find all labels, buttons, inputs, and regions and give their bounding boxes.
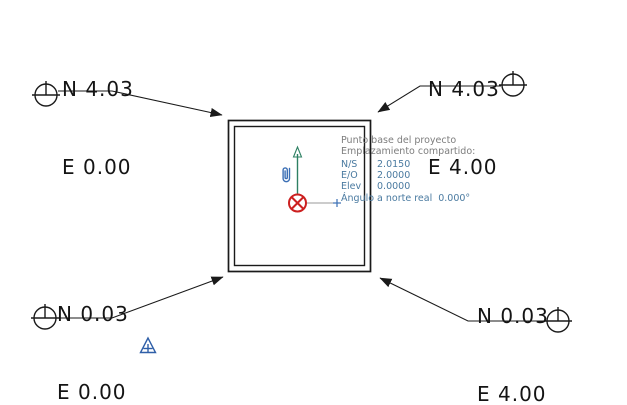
angle-value[interactable]: 0.000° <box>438 193 471 204</box>
spot-coordinate-top-right[interactable]: N 4.03 E 4.00 <box>428 24 500 232</box>
spot-coordinate-bottom-right[interactable]: N 0.03 E 4.00 <box>477 251 549 405</box>
spot-coordinate-east: E 0.00 <box>57 380 127 404</box>
leader-top-left[interactable] <box>58 90 223 118</box>
spot-coordinate-north: N 4.03 <box>62 77 134 101</box>
leader-bottom-right[interactable] <box>379 277 546 322</box>
survey-point-icon[interactable] <box>139 336 157 354</box>
tooltip-row-elev: Elev 0.0000 <box>341 181 475 192</box>
reference-bubble-icon-top-right[interactable] <box>499 71 527 97</box>
tooltip-title: Punto base del proyecto <box>341 135 457 146</box>
reference-bubble-icon-top-left[interactable] <box>32 81 60 107</box>
building-outline[interactable] <box>227 119 372 273</box>
paperclip-pin-icon[interactable] <box>282 167 291 183</box>
spot-coordinate-east: E 4.00 <box>428 155 498 179</box>
tooltip-row-eo: E/O 2.0000 <box>341 170 475 181</box>
ns-value[interactable]: 2.0150 <box>377 159 411 170</box>
leader-bottom-left[interactable] <box>57 276 224 319</box>
north-axis-arrow-icon <box>292 145 303 199</box>
eo-label: E/O <box>341 170 358 181</box>
base-point-tooltip: Punto base del proyecto Emplazamiento co… <box>341 135 475 204</box>
spot-coordinate-north: N 0.03 <box>477 304 549 328</box>
project-base-point-icon[interactable] <box>288 193 307 213</box>
spot-coordinate-top-left[interactable]: N 4.03 E 0.00 <box>62 24 134 232</box>
spot-coordinate-north: N 0.03 <box>57 302 129 326</box>
angle-handle-plus-icon[interactable] <box>333 199 341 207</box>
spot-coordinate-east: E 4.00 <box>477 382 547 405</box>
tooltip-row-ns: N/S 2.0150 <box>341 159 475 170</box>
angle-label: Ángulo a norte real <box>341 193 433 204</box>
leader-top-right[interactable] <box>377 85 501 113</box>
tooltip-row-angle: Ángulo a norte real 0.000° <box>341 193 475 204</box>
spot-coordinate-bottom-left[interactable]: N 0.03 E 0.00 <box>57 249 129 405</box>
eo-value[interactable]: 2.0000 <box>377 170 411 181</box>
reference-bubble-icon-bottom-right[interactable] <box>544 307 572 333</box>
reference-bubble-icon-bottom-left[interactable] <box>31 304 59 330</box>
spot-coordinate-east: E 0.00 <box>62 155 132 179</box>
ns-label: N/S <box>341 159 358 170</box>
elev-value[interactable]: 0.0000 <box>377 181 411 192</box>
spot-coordinate-north: N 4.03 <box>428 77 500 101</box>
tooltip-subtitle: Emplazamiento compartido: <box>341 146 476 157</box>
elev-label: Elev <box>341 181 362 192</box>
